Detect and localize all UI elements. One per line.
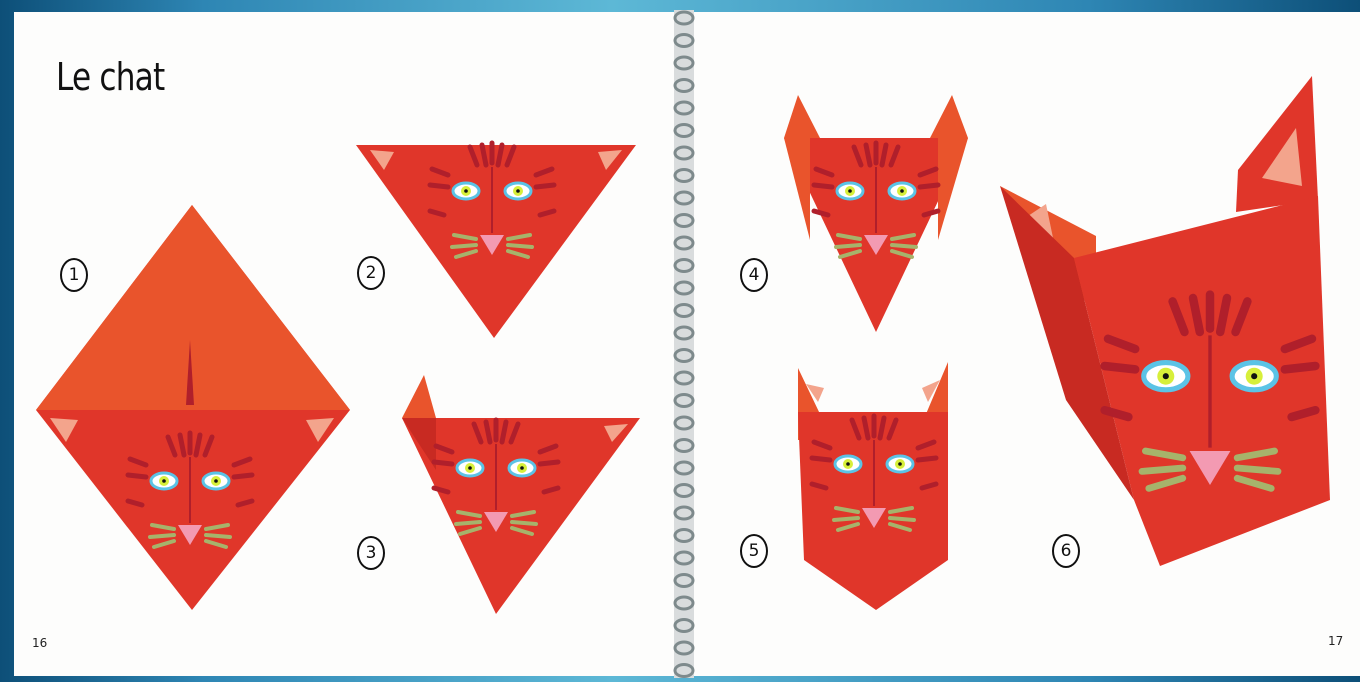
spiral-ring bbox=[675, 552, 693, 564]
spiral-ring bbox=[675, 530, 693, 542]
spiral-ring bbox=[675, 282, 693, 294]
spiral-ring bbox=[675, 80, 693, 92]
step-number-3: 3 bbox=[357, 536, 385, 570]
step-4-illustration bbox=[784, 95, 968, 332]
spiral-ring bbox=[675, 440, 693, 452]
step-3-illustration bbox=[402, 375, 640, 614]
spiral-ring bbox=[675, 327, 693, 339]
step-number-6: 6 bbox=[1052, 534, 1080, 568]
spiral-ring bbox=[675, 395, 693, 407]
spiral-ring bbox=[675, 192, 693, 204]
spiral-ring bbox=[675, 575, 693, 587]
spiral-ring bbox=[675, 12, 693, 24]
step-2-illustration bbox=[356, 143, 636, 338]
page-number-left: 16 bbox=[32, 636, 47, 650]
spiral-ring bbox=[675, 215, 693, 227]
spiral-ring bbox=[675, 485, 693, 497]
spiral-ring bbox=[675, 462, 693, 474]
spiral-ring bbox=[675, 597, 693, 609]
spiral-ring bbox=[675, 125, 693, 137]
spiral-ring bbox=[675, 170, 693, 182]
spiral-ring bbox=[675, 350, 693, 362]
page-number-right: 17 bbox=[1328, 634, 1343, 648]
page-title: Le chat bbox=[56, 55, 164, 99]
spiral-ring bbox=[675, 237, 693, 249]
step-number-5: 5 bbox=[740, 534, 768, 568]
spiral-ring bbox=[675, 260, 693, 272]
spiral-ring bbox=[675, 507, 693, 519]
step-6-illustration bbox=[1000, 76, 1330, 566]
step-5-illustration bbox=[798, 362, 948, 610]
spiral-ring bbox=[675, 417, 693, 429]
spiral-rings bbox=[675, 12, 693, 677]
step-number-1: 1 bbox=[60, 258, 88, 292]
spiral-ring bbox=[675, 102, 693, 114]
step-number-2: 2 bbox=[357, 256, 385, 290]
spiral-ring bbox=[675, 147, 693, 159]
spiral-ring bbox=[675, 620, 693, 632]
spiral-ring bbox=[675, 35, 693, 47]
spiral-ring bbox=[675, 665, 693, 677]
spiral-ring bbox=[675, 305, 693, 317]
step-number-4: 4 bbox=[740, 258, 768, 292]
spiral-ring bbox=[675, 642, 693, 654]
spiral-ring bbox=[675, 57, 693, 69]
spiral-ring bbox=[675, 372, 693, 384]
